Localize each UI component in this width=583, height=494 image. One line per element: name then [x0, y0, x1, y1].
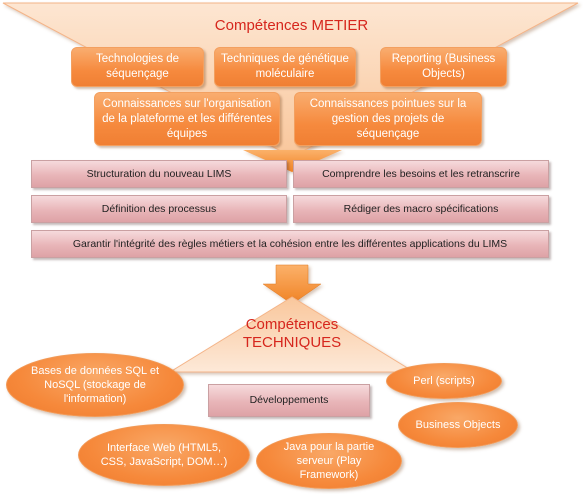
- oval-perl: Perl (scripts): [386, 363, 502, 399]
- down-arrow-shape-1: [243, 150, 342, 172]
- oval-java-server: Java pour la partie serveur (Play Framew…: [256, 433, 402, 489]
- down-arrow-shape-2: [262, 264, 322, 305]
- top-section-title: Compétences METIER: [214, 17, 369, 34]
- skill-box-genetics-techniques: Techniques de génétique moléculaire: [214, 47, 356, 87]
- skill-box-platform-organisation: Connaissances sur l'organisation de la p…: [94, 92, 280, 146]
- task-box-process-definition: Définition des processus: [31, 195, 287, 223]
- task-box-lims-structuring: Structuration du nouveau LIMS: [31, 160, 287, 188]
- bottom-section-title: Compétences TECHNIQUES: [222, 316, 362, 352]
- bottom-pyramid-shape: [168, 296, 416, 373]
- task-box-understand-needs: Comprendre les besoins et les retranscri…: [293, 160, 549, 188]
- oval-business-objects: Business Objects: [398, 402, 518, 448]
- task-box-integrity-guarantee: Garantir l'intégrité des règles métiers …: [31, 230, 549, 258]
- oval-databases: Bases de données SQL et NoSQL (stockage …: [6, 353, 184, 417]
- bottom-title-line1: Compétences: [245, 316, 339, 333]
- skill-box-sequencing-tech: Technologies de séquençage: [71, 47, 204, 87]
- skill-box-reporting: Reporting (Business Objects): [380, 47, 507, 87]
- developments-box: Développements: [208, 384, 370, 417]
- oval-web-interface: Interface Web (HTML5, CSS, JavaScript, D…: [78, 424, 250, 486]
- skill-box-project-management: Connaissances pointues sur la gestion de…: [294, 92, 482, 146]
- task-box-macro-specs: Rédiger des macro spécifications: [293, 195, 549, 223]
- bottom-title-line2: TECHNIQUES: [242, 334, 342, 351]
